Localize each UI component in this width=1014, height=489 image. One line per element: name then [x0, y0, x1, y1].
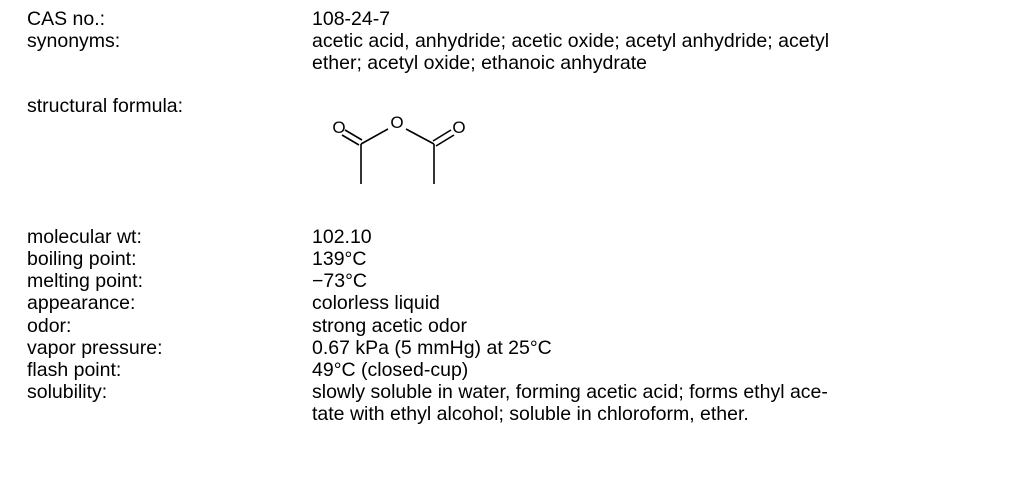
boiling-point-label: boiling point: [27, 248, 137, 270]
molecular-wt-value: 102.10 [312, 226, 372, 248]
cas-value: 108-24-7 [312, 8, 391, 30]
flash-point-value: 49°C (closed-cup) [312, 359, 469, 381]
vapor-pressure-value: 0.67 kPa (5 mmHg) at 25°C [312, 337, 552, 359]
cas-label: CAS no.: [27, 8, 106, 30]
odor-value: strong acetic odor [312, 315, 468, 337]
ester-bond-right [405, 128, 435, 145]
atom-oxygen-carbonyl-left: O [332, 118, 345, 137]
atom-oxygen-bridge: O [390, 114, 403, 132]
solubility-value: slowly soluble in water, forming acetic … [312, 381, 1012, 425]
solubility-label: solubility: [27, 381, 108, 403]
double-bond-right-a [432, 129, 452, 142]
double-bond-left-b [344, 129, 363, 141]
flash-point-label: flash point: [27, 359, 122, 381]
vapor-pressure-label: vapor pressure: [27, 337, 163, 359]
solubility-line-1: slowly soluble in water, forming acetic … [312, 381, 828, 403]
synonyms-line-1: acetic acid, anhydride; acetic oxide; ac… [312, 30, 830, 52]
ester-bond-left [360, 128, 389, 145]
boiling-point-value: 139°C [312, 248, 367, 270]
atom-oxygen-carbonyl-right: O [452, 118, 465, 137]
structural-formula-drawing: O O O [332, 114, 466, 184]
double-bond-left-a [341, 134, 360, 146]
appearance-label: appearance: [27, 292, 136, 314]
bonds [341, 128, 455, 184]
molecular-wt-label: molecular wt: [27, 226, 142, 248]
solubility-line-2: tate with ethyl alcohol; soluble in chlo… [312, 403, 749, 425]
melting-point-label: melting point: [27, 270, 143, 292]
synonyms-value: acetic acid, anhydride; acetic oxide; ac… [312, 30, 1012, 74]
melting-point-value: −73°C [312, 270, 367, 292]
odor-label: odor: [27, 315, 72, 337]
structure-label: structural formula: [27, 95, 184, 117]
double-bond-right-b [435, 134, 455, 147]
synonyms-label: synonyms: [27, 30, 121, 52]
appearance-value: colorless liquid [312, 292, 440, 314]
synonyms-line-2: ether; acetyl oxide; ethanoic anhydrate [312, 52, 647, 74]
